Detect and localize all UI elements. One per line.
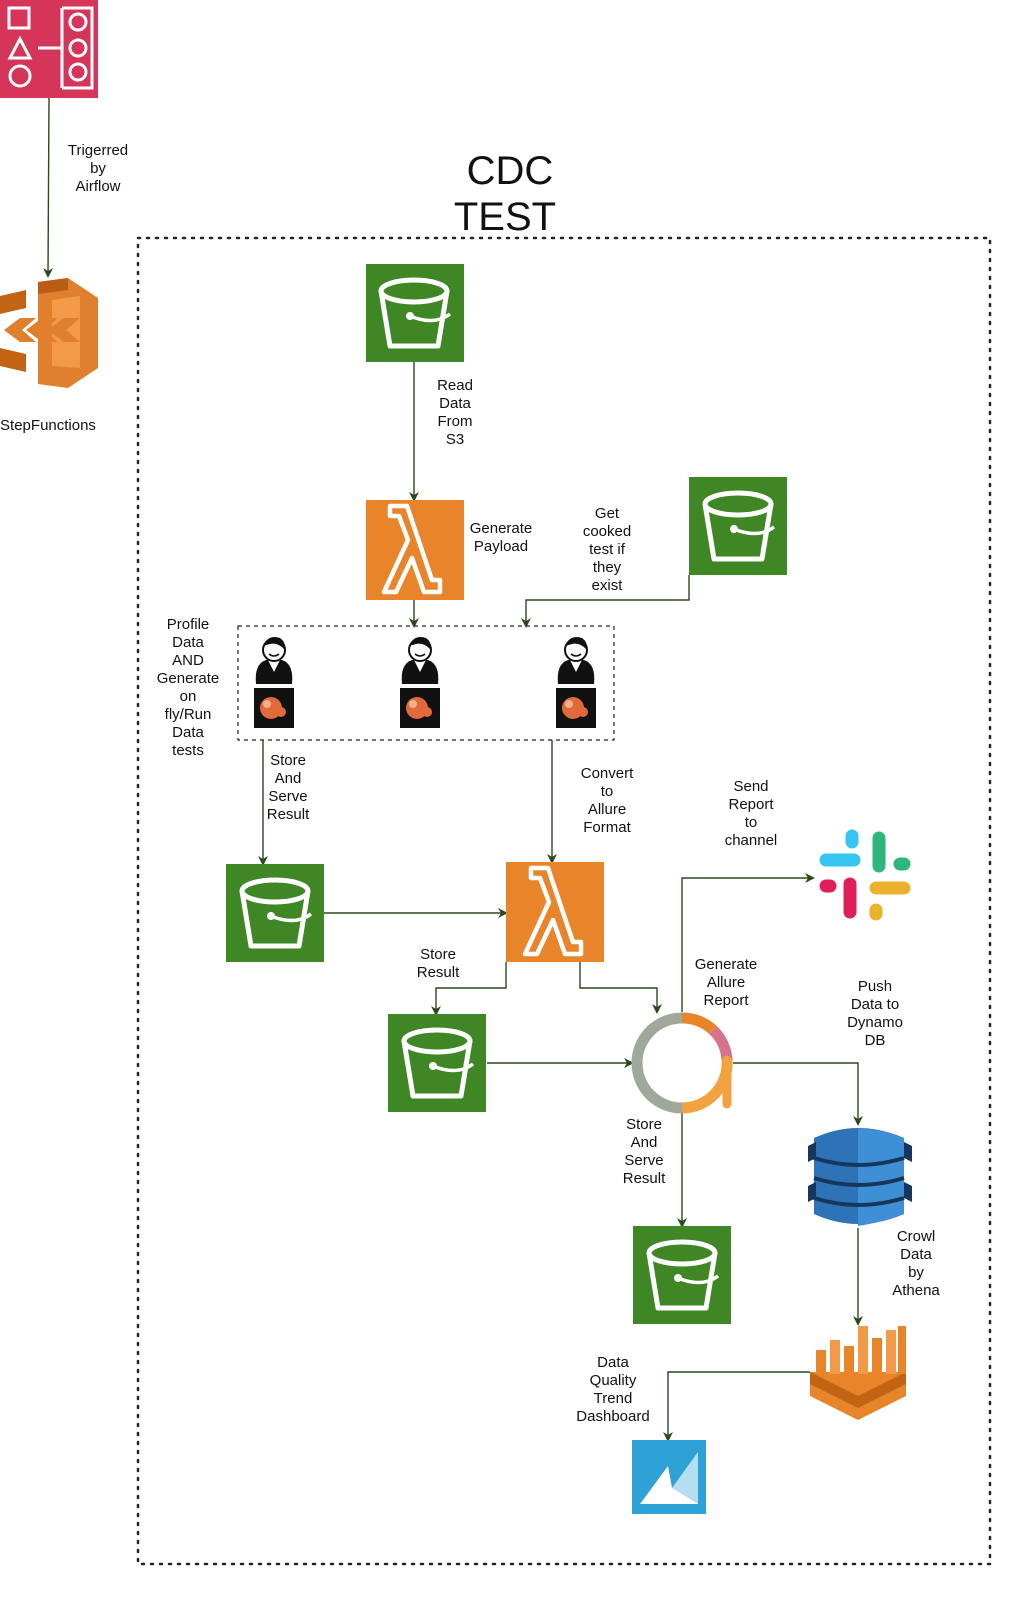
s3-results-node (226, 864, 324, 962)
label-triggered-by-airflow: Trigerred by Airflow (67, 142, 129, 195)
label-store-result: Store Result (416, 946, 460, 981)
edge-cooked-ge (521, 575, 690, 628)
dynamodb-icon (808, 1128, 912, 1226)
label-read-data-from-s3: Read Data From S3 (437, 377, 473, 448)
airflow-node (0, 0, 98, 98)
lambda-icon (506, 862, 604, 962)
quicksight-node (632, 1440, 706, 1514)
allure-icon (631, 1012, 733, 1114)
label-profile-data: Profile Data AND Generate on fly/Run Dat… (156, 616, 220, 759)
label-generate-allure-report: Generate Allure Report (694, 956, 758, 1009)
great-expectations-icon (255, 637, 293, 684)
ge-runner-2 (400, 637, 440, 728)
stepfunctions-node: StepFunctions (0, 278, 98, 434)
athena-icon (810, 1326, 906, 1420)
s3-cooked-node (689, 477, 787, 575)
edge-allure-slack (681, 873, 815, 1012)
s3-allure-report-node (633, 1226, 731, 1324)
edge-athena-quicksight (663, 1371, 810, 1442)
lambda-convert-node (506, 862, 604, 962)
dynamodb-node (808, 1128, 912, 1226)
slack-node (819, 829, 911, 921)
diagram-title-line-1: CDC (466, 149, 554, 193)
stepfunctions-icon (0, 278, 98, 388)
allure-node (631, 1012, 733, 1114)
label-generate-payload: Generate Payload (469, 520, 533, 555)
lambda-icon (366, 500, 464, 600)
edge-lambda-allure (579, 962, 662, 1014)
diagram-title-line-2: TEST (453, 195, 557, 239)
s3-source-node (366, 264, 464, 362)
lambda-generate-node (366, 500, 464, 600)
ge-runner-1 (254, 637, 294, 728)
ge-runners-frame (237, 625, 615, 741)
diagram-title: CDC TEST (450, 148, 570, 240)
slack-icon (819, 829, 911, 921)
label-send-report-to-channel: Send Report to channel (724, 778, 778, 849)
label-convert-to-allure: Convert to Allure Format (580, 765, 634, 836)
edge-lambda-s3-store-result (431, 962, 507, 1016)
edge-airflow-stepfunctions (43, 97, 54, 278)
athena-node (810, 1326, 906, 1420)
label-data-quality-trend-dashboard: Data Quality Trend Dashboard (576, 1354, 650, 1425)
great-expectations-icon (557, 637, 595, 684)
s3-store-result-node (388, 1014, 486, 1112)
stepfunctions-label: StepFunctions (0, 417, 96, 434)
ge-runner-3 (556, 637, 596, 728)
great-expectations-icon (401, 637, 439, 684)
label-store-and-serve-result-2: Store And Serve Result (622, 1116, 666, 1187)
label-get-cooked-tests: Get cooked test if they exist (582, 505, 632, 594)
edge-allure-dynamodb (733, 1062, 863, 1126)
label-crowl-data-by-athena: Crowl Data by Athena (892, 1228, 940, 1299)
ge-runners-group (237, 625, 615, 741)
quicksight-icon (632, 1440, 706, 1514)
cdc-test-frame (136, 236, 992, 1566)
label-push-data-to-dynamodb: Push Data to Dynamo DB (847, 978, 903, 1049)
label-store-and-serve-result-1: Store And Serve Result (266, 752, 310, 823)
edges (43, 97, 863, 1442)
